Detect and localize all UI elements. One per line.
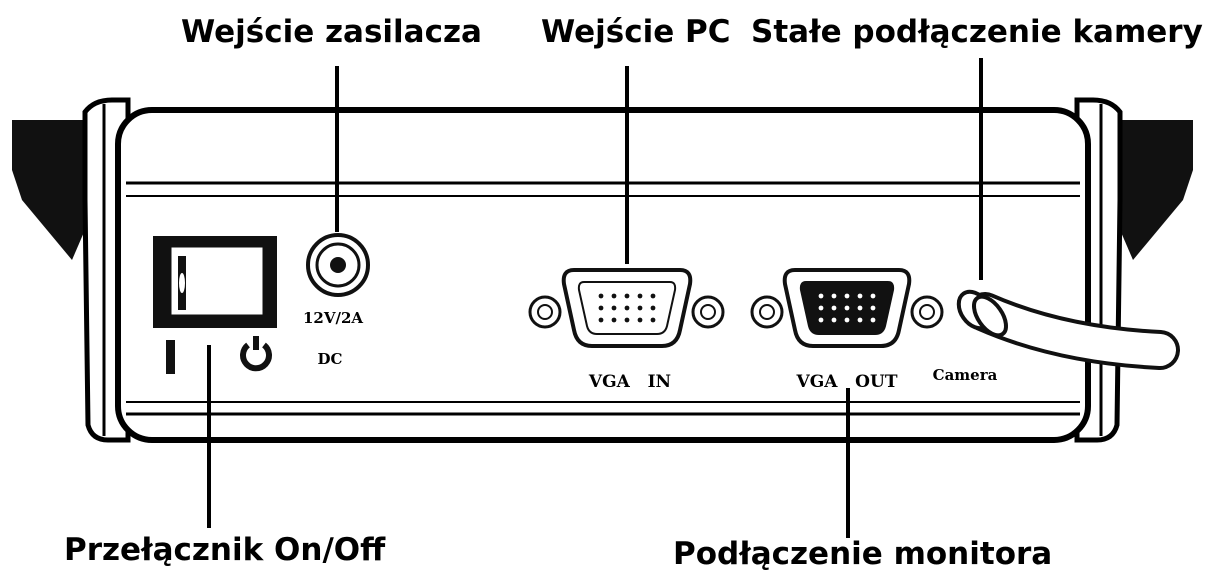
vga-pin (818, 293, 824, 299)
vga-out-port: VGA OUT (750, 268, 944, 392)
vga-pin (818, 317, 824, 323)
dc-label: DC (318, 350, 343, 368)
camera-cable-plug (956, 289, 1008, 338)
vga-pin (637, 293, 643, 299)
vga-pin (598, 317, 604, 323)
vga-pin (650, 317, 656, 323)
vga-pin (598, 305, 604, 311)
callout-power-switch: Przełącznik On/Off (64, 532, 386, 568)
vga-pin (650, 305, 656, 311)
leader-lines (207, 58, 983, 538)
vga-pin (870, 317, 876, 323)
vga-pin (870, 293, 876, 299)
vga-pin (611, 305, 617, 311)
vga-pin (857, 317, 863, 323)
vga-pin (624, 293, 630, 299)
vga-pin (818, 305, 824, 311)
vga-pin (844, 305, 850, 311)
vga-pin (598, 293, 604, 299)
on-mark-icon (166, 340, 175, 374)
vga-pin (624, 305, 630, 311)
vga-pin (624, 317, 630, 323)
vga-pin (844, 317, 850, 323)
standby-power-icon (240, 336, 272, 372)
vga-pin (637, 317, 643, 323)
callout-power-input: Wejście zasilacza (181, 14, 482, 50)
callout-pc-input: Wejście PC (541, 14, 731, 50)
vga-pin (857, 305, 863, 311)
vga-in-pins (598, 293, 656, 323)
vga-out-label: VGA OUT (796, 372, 898, 392)
vga-pin (637, 305, 643, 311)
dc-power-jack: 12V/2A DC (303, 233, 370, 368)
dc-rating-label: 12V/2A (303, 309, 363, 327)
camera-label: Camera (933, 366, 998, 384)
vga-pin (870, 305, 876, 311)
vga-pin (831, 305, 837, 311)
camera-cable: Camera (933, 289, 1180, 384)
right-handle (1074, 97, 1193, 443)
vga-pin (611, 293, 617, 299)
vga-pin (650, 293, 656, 299)
power-switch (153, 236, 277, 374)
vga-pin (831, 317, 837, 323)
vga-out-pins (818, 293, 876, 323)
vga-pin (857, 293, 863, 299)
vga-pin (844, 293, 850, 299)
callout-camera-connection: Stałe podłączenie kamery (751, 14, 1203, 50)
callout-monitor-connection: Podłączenie monitora (673, 536, 1053, 572)
vga-in-port: VGA IN (528, 268, 725, 392)
vga-pin (611, 317, 617, 323)
vga-in-label: VGA IN (588, 372, 671, 392)
vga-pin (831, 293, 837, 299)
left-handle (12, 97, 131, 443)
